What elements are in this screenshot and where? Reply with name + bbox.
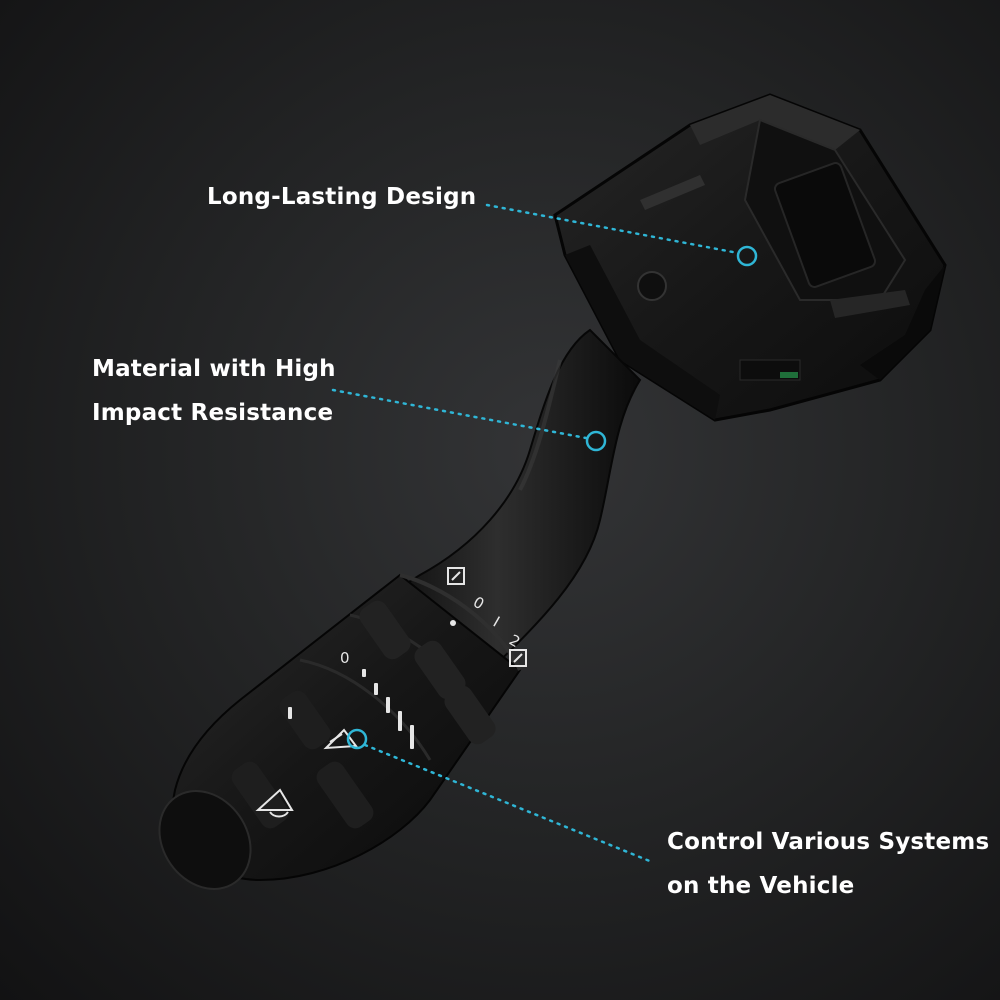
callout-control-line-2: on the Vehicle (667, 873, 855, 899)
callout-control-line-1: Control Various Systems (667, 829, 990, 855)
connector-housing (553, 93, 947, 422)
windshield-washer-icon (323, 728, 358, 750)
control-dial-assembly: 0 0 I 2 (158, 567, 527, 890)
callout-material-line-1: Material with High (92, 356, 336, 382)
callout-leaders (331, 203, 758, 864)
callout-long-lasting-design: Long-Lasting Design (207, 175, 476, 219)
callout-long-lasting-text: Long-Lasting Design (207, 184, 477, 210)
leader-control (363, 743, 654, 864)
leader-dot-material (585, 430, 607, 452)
callout-material-impact-resistance: Material with High Impact Resistance (92, 347, 336, 435)
callout-material-line-2: Impact Resistance (92, 400, 334, 426)
ring-left-zero-label: 0 (340, 649, 350, 667)
callout-control-various-systems: Control Various Systems on the Vehicle (667, 820, 989, 908)
front-wiper-high-icon (509, 649, 527, 667)
leader-long-lasting (485, 203, 740, 255)
leader-dot-control (346, 728, 368, 750)
leader-material (331, 388, 588, 440)
leader-dot-long-lasting (736, 245, 758, 267)
front-wiper-icon (447, 567, 465, 585)
intermittent-marks (288, 669, 414, 749)
rear-wiper-icon (255, 788, 294, 818)
